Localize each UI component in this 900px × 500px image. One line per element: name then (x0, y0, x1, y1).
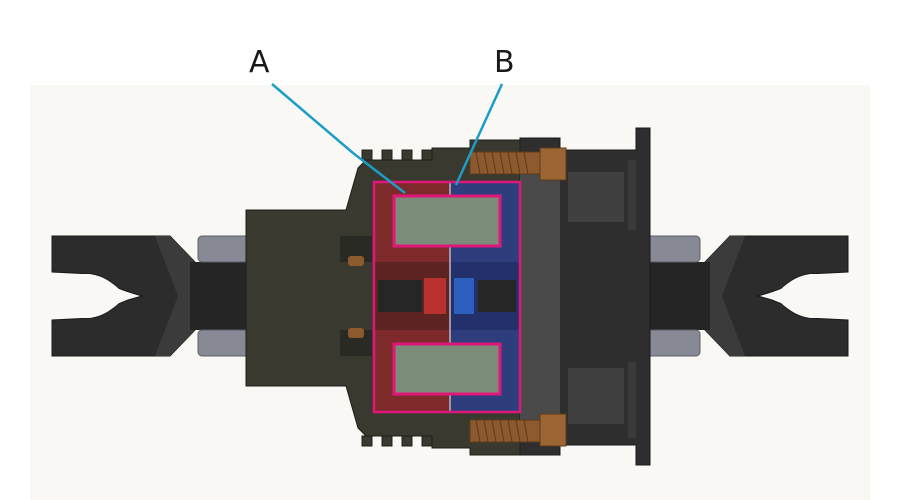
o-ring-lower (348, 328, 364, 338)
lower-bolt (469, 413, 567, 447)
right-flange-lower-pocket (568, 368, 624, 424)
lower-bolt-shank (469, 419, 541, 443)
coupling-core (372, 180, 522, 414)
right-fork-notch (776, 274, 848, 318)
upper-bolt-thread (475, 151, 529, 175)
blue-key (454, 278, 474, 314)
center-shaft-right (478, 280, 516, 312)
upper-bolt (469, 147, 567, 181)
red-key (424, 278, 446, 314)
left-fork-chamfer (155, 236, 195, 356)
leader-line-a (271, 83, 406, 194)
callouts: A B (249, 45, 515, 194)
housing-teeth-top (361, 149, 433, 161)
label-a: A (249, 45, 270, 80)
left-fork-notch (52, 274, 124, 318)
upper-insert (392, 194, 502, 248)
center-shaft-left (378, 280, 422, 312)
right-flange-rib-bottom (628, 362, 636, 438)
right-fork-chamfer (705, 236, 745, 356)
right-fork-end (704, 235, 849, 357)
housing-right-inner (520, 168, 560, 428)
upper-bolt-shank (469, 151, 541, 175)
label-b: B (494, 45, 515, 80)
left-fork-end (51, 235, 196, 357)
right-flange-rib-top (628, 160, 636, 230)
right-flange-upper-pocket (568, 172, 624, 222)
leader-line-b (454, 83, 504, 186)
lower-insert (392, 342, 502, 396)
lower-bolt-head (539, 413, 567, 447)
lower-bolt-thread (475, 419, 529, 443)
o-ring-upper (348, 256, 364, 266)
housing-teeth-bottom (361, 435, 433, 447)
upper-bolt-head (539, 147, 567, 181)
